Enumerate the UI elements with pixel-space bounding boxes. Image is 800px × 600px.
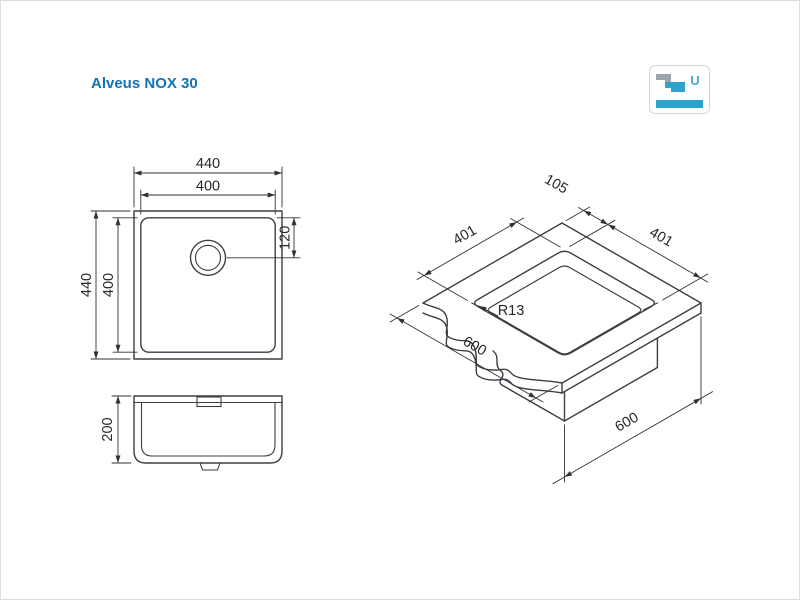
dim-top-outer-height: 440 [79, 273, 95, 297]
drain-outer-circle [189, 239, 227, 276]
worktop-outline [422, 222, 702, 394]
icon-sink-pipe-shape [665, 82, 685, 92]
sink-body-outline [133, 395, 283, 464]
bowl-corner-seam-left [471, 302, 487, 311]
top-view: 440 400 440 400 120 [79, 156, 301, 360]
sink-bowl-edge [140, 217, 276, 353]
overflow-opening [196, 396, 222, 408]
dim-counter-width: 600 [613, 410, 642, 436]
bowl-corner-seam-right [642, 302, 658, 311]
sink-outer-rim [133, 210, 283, 360]
top-view-dimension-lines [93, 170, 297, 360]
dim-counter-depth: 600 [460, 334, 489, 360]
dim-drain-offset: 120 [278, 226, 294, 250]
dim-depth: 200 [100, 417, 116, 441]
dim-top-inner-height: 400 [101, 273, 117, 297]
dim-edge-offset: 105 [542, 172, 571, 198]
radius-leader [478, 305, 499, 317]
icon-sink-bar [656, 100, 703, 108]
dim-top-outer-width: 440 [196, 156, 220, 172]
icon-letter: U [690, 73, 699, 88]
drain-inner-circle [194, 244, 222, 271]
dim-cutout-left: 401 [451, 223, 480, 249]
side-view: 200 [100, 395, 283, 471]
undermount-icon: U [649, 65, 710, 114]
iso-extension-lines [389, 206, 709, 483]
iso-dimension-lines [389, 207, 714, 485]
page-title: Alveus NOX 30 [91, 75, 198, 92]
drain-stub [199, 462, 221, 471]
dim-corner-radius: R13 [498, 303, 525, 319]
iso-view: 105 401 401 600 600 R13 [389, 172, 714, 485]
dim-cutout-right: 401 [647, 225, 676, 251]
side-view-extension-lines [111, 395, 132, 464]
top-view-extension-lines [90, 166, 301, 360]
bowl-inner-wall [140, 401, 276, 457]
dim-top-inner-width: 400 [196, 179, 220, 195]
